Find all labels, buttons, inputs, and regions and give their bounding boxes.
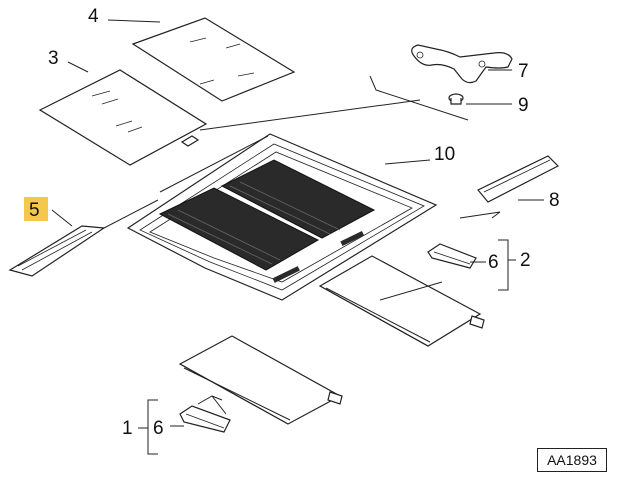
callout-5-highlight: [24, 197, 48, 221]
end-cover-lower: [179, 405, 231, 433]
shade-left: [158, 187, 320, 271]
side-rail-right: [477, 155, 560, 203]
fastener-part: [448, 93, 464, 105]
leader-lines: [51, 19, 544, 455]
roller-shade-rear: [318, 255, 485, 347]
callout-2: 2: [520, 250, 531, 271]
callout-1: 1: [122, 418, 133, 439]
shade-panels: [158, 159, 376, 283]
callout-4: 4: [88, 6, 99, 27]
callout-6-lower: 6: [153, 418, 164, 439]
callout-5: 5: [29, 200, 40, 221]
callout-8: 8: [549, 190, 560, 211]
callout-3: 3: [48, 48, 59, 69]
reference-code: AA1893: [547, 452, 597, 468]
callout-9: 9: [518, 95, 529, 116]
end-cover-upper: [427, 243, 477, 269]
side-rail-left: [8, 199, 159, 277]
glass-panel-upper: [131, 17, 296, 102]
callout-labels: 4 3 7 9 10 5 8 6 2 1 6: [29, 6, 560, 439]
shade-right: [220, 159, 376, 239]
roller-shade-front: [178, 335, 343, 425]
callout-6-upper: 6: [488, 252, 499, 273]
callout-7: 7: [518, 61, 529, 82]
glass-panel-lower: [38, 69, 208, 166]
reference-code-box: AA1893: [537, 448, 607, 472]
bracket-part: [411, 44, 513, 84]
callout-10: 10: [434, 144, 455, 165]
